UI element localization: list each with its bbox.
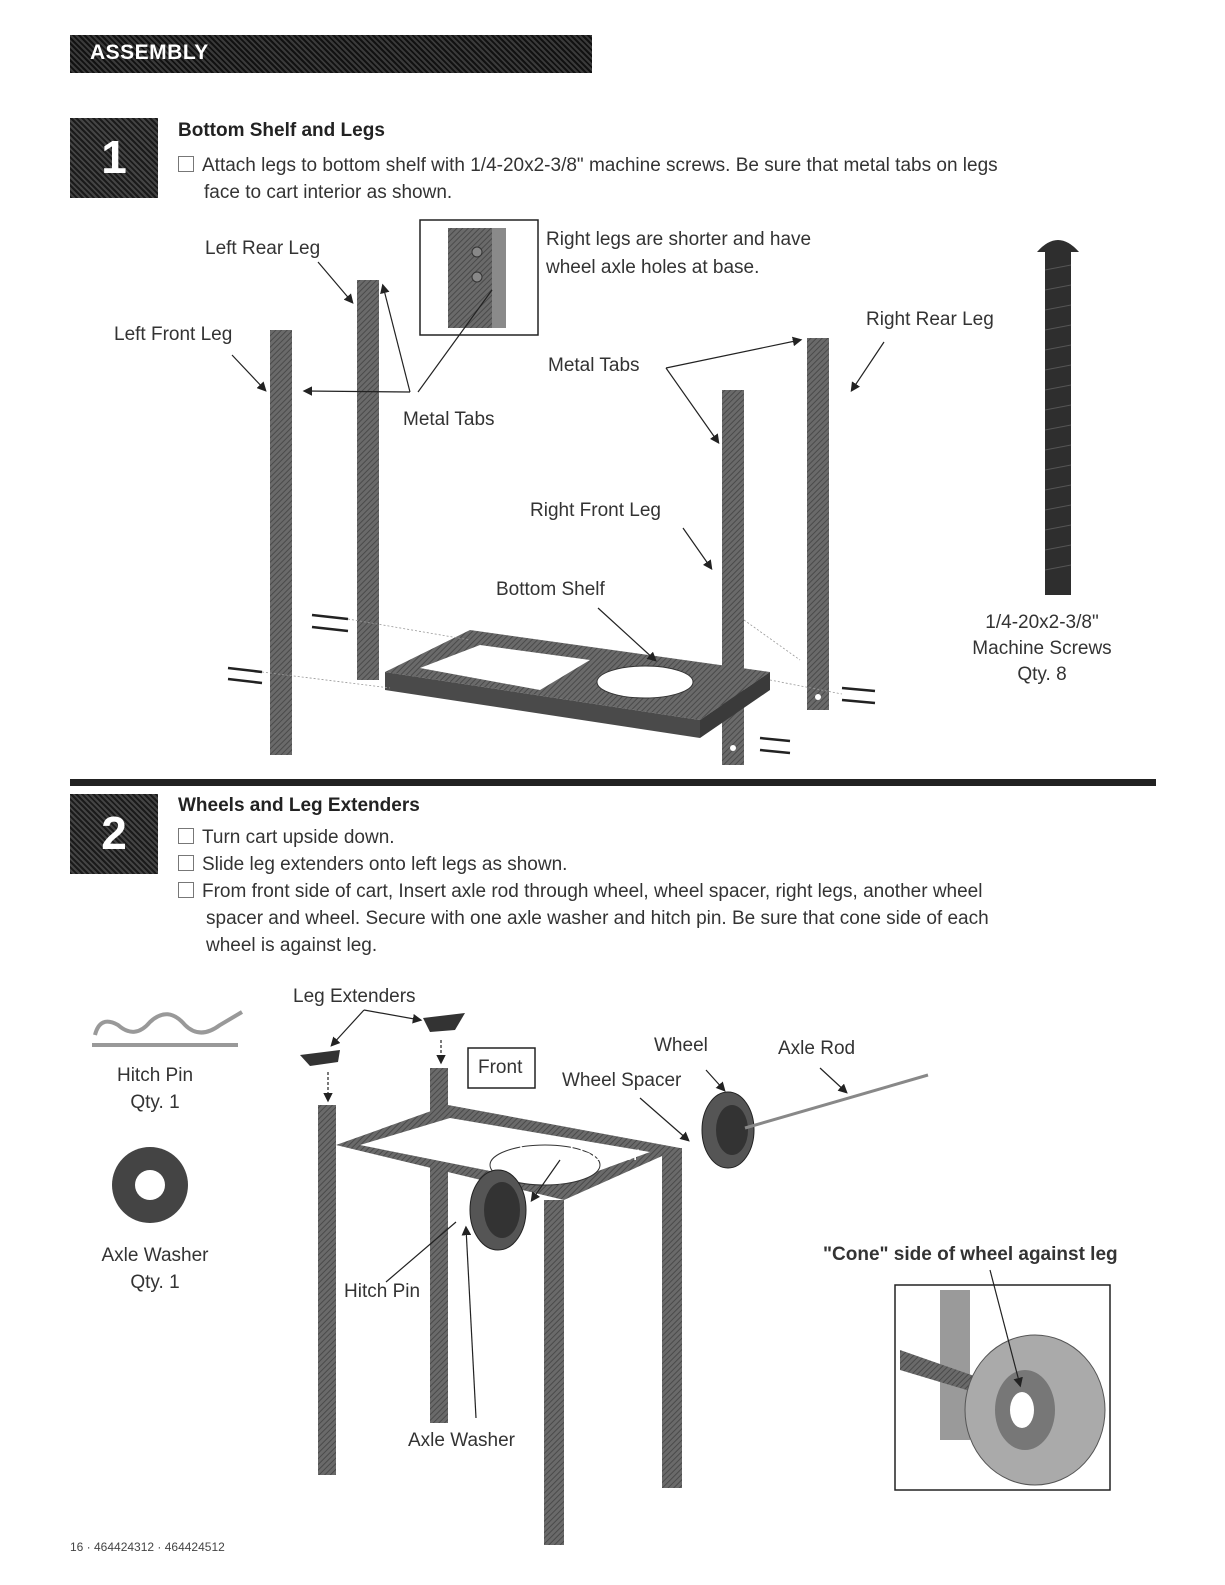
step-2-instruction-2: Slide leg extenders onto left legs as sh… [178, 851, 567, 878]
label-axle-washer-qty: Qty. 1 [130, 1272, 180, 1293]
checkbox-icon[interactable] [178, 156, 194, 172]
section-header: ASSEMBLY [70, 35, 592, 73]
label-left-rear-leg: Left Rear Leg [205, 238, 321, 259]
step-2-number: 2 [101, 807, 127, 859]
label-hitch-pin-qty: Qty. 1 [130, 1092, 180, 1113]
step-1-badge: 1 [70, 118, 158, 198]
label-right-front-leg: Right Front Leg [530, 500, 661, 521]
page-footer: 16 · 464424312 · 464424512 [70, 1540, 225, 1554]
leg-rear-right [662, 1148, 682, 1488]
section-title: ASSEMBLY [90, 41, 209, 64]
label-right-rear-leg: Right Rear Leg [866, 309, 994, 330]
step-1-title: Bottom Shelf and Legs [178, 120, 385, 141]
leg-front-right [544, 1200, 564, 1545]
step-1-instruction-line-2: face to cart interior as shown. [204, 182, 453, 203]
leg-extender-1 [300, 1050, 340, 1066]
axle-rod [744, 1073, 929, 1130]
step-1-illustration [227, 219, 1079, 765]
left-front-leg [270, 330, 292, 755]
label-axle-rod: Axle Rod [778, 1038, 856, 1059]
label-left-front-leg: Left Front Leg [114, 324, 233, 345]
label-front: Front [478, 1057, 523, 1078]
right-rear-leg [807, 338, 829, 710]
checkbox-icon[interactable] [178, 882, 194, 898]
step-1-number: 1 [101, 131, 127, 183]
section-divider [70, 779, 1156, 786]
label-cone-note: "Cone" side of wheel against leg [823, 1244, 1118, 1265]
left-rear-leg [357, 280, 379, 680]
label-screw-name: Machine Screws [972, 638, 1112, 659]
label-bottom-shelf: Bottom Shelf [496, 579, 605, 600]
label-hitch-pin-name: Hitch Pin [116, 1065, 194, 1086]
label-wheel-spacer-inner: Wheel Spacer [520, 1144, 640, 1165]
label-metal-tabs-left: Metal Tabs [403, 409, 495, 430]
step-2-instruction-3-line-2: spacer and wheel. Secure with one axle w… [206, 908, 989, 929]
step-2-badge: 2 [70, 794, 158, 874]
leg-front-left [318, 1105, 336, 1475]
label-screw-qty: Qty. 8 [1017, 664, 1067, 685]
label-right-legs-note-2: wheel axle holes at base. [546, 257, 760, 278]
label-wheel: Wheel [654, 1035, 708, 1056]
step-2-instruction-1: Turn cart upside down. [178, 824, 395, 851]
label-screw-spec: 1/4-20x2-3/8" [985, 612, 1099, 633]
label-axle-washer-name: Axle Washer [101, 1245, 209, 1266]
front-box [467, 1047, 536, 1089]
label-metal-tabs-right: Metal Tabs [548, 355, 640, 376]
hitch-pin-icon [92, 1010, 244, 1047]
label-right-legs-note-1: Right legs are shorter and have [546, 229, 812, 250]
label-leg-extenders: Leg Extenders [293, 986, 416, 1007]
step-2-instruction-3-line-3: wheel is against leg. [206, 935, 378, 956]
step-1-instruction: Attach legs to bottom shelf with 1/4-20x… [178, 152, 998, 179]
step-2-title: Wheels and Leg Extenders [178, 795, 420, 816]
label-axle-washer-callout: Axle Washer [408, 1430, 515, 1451]
machine-screw-icon [1037, 240, 1079, 595]
label-wheel-spacer-outer: Wheel Spacer [562, 1070, 682, 1091]
step-1-instruction-line-1: Attach legs to bottom shelf with 1/4-20x… [202, 155, 998, 176]
label-hitch-pin-callout: Hitch Pin [344, 1281, 421, 1302]
leg-extender-2 [423, 1013, 465, 1032]
checkbox-icon[interactable] [178, 828, 194, 844]
checkbox-icon[interactable] [178, 855, 194, 871]
step-2-instruction-3: From front side of cart, Insert axle rod… [178, 878, 982, 905]
